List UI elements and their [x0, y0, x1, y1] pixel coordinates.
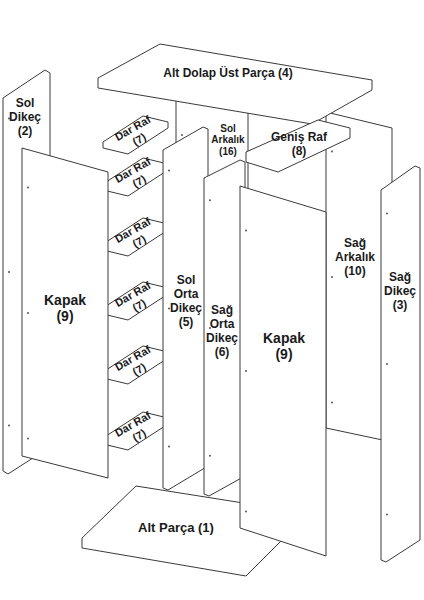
part-label: Dar Raf (7) [109, 277, 163, 323]
top-panel: Alt Dolap Üst Parça (4) [98, 44, 372, 124]
dowel-hole [181, 134, 183, 136]
dowel-hole [27, 187, 29, 189]
part-label: Alt Parça (1) [136, 521, 216, 536]
dowel-hole [209, 455, 211, 457]
narrow-shelf: Dar Raf (7) [103, 116, 168, 154]
door-panel: Kapak (9) [240, 186, 326, 556]
dowel-hole [168, 445, 170, 447]
side-panel-outline [381, 166, 420, 562]
panel-face [204, 160, 245, 496]
part-label: Alt Dolap Üst Parça (4) [143, 67, 313, 81]
dowel-hole [168, 170, 170, 172]
middle-panel: Sağ Orta Dikeç (6) [204, 160, 245, 496]
door-panel: Kapak (9) [22, 148, 108, 478]
dowel-hole [331, 151, 333, 153]
dowel-hole [245, 511, 247, 513]
panel-face [22, 148, 108, 478]
dowel-hole [8, 425, 10, 427]
part-label: Dar Raf (7) [109, 111, 163, 157]
part-label: Kapak (9) [35, 292, 95, 324]
dowel-hole [27, 437, 29, 439]
part-label: Dar Raf (7) [109, 407, 163, 453]
dowel-hole [386, 513, 388, 515]
narrow-shelf: Dar Raf (7) [103, 158, 168, 196]
dowel-hole [27, 312, 29, 314]
dowel-hole [331, 401, 333, 403]
middle-panel: Sol Orta Dikeç (5) [163, 127, 208, 490]
panel-face [240, 186, 326, 556]
dowel-hole [181, 380, 183, 382]
part-label: Dar Raf (7) [109, 341, 163, 387]
dowel-hole [168, 308, 170, 310]
part-label: Dar Raf (7) [109, 153, 163, 199]
part-label: Kapak (9) [254, 330, 314, 362]
dowel-hole [209, 199, 211, 201]
part-label: Sol Orta Dikeç (5) [166, 274, 206, 329]
part-label: Dar Raf (7) [109, 213, 163, 259]
part-label: Geniş Raf (8) [264, 131, 334, 159]
part-label: Sol Arkalık (16) [208, 123, 248, 158]
top-panel-outline [98, 44, 372, 124]
narrow-shelf: Dar Raf (7) [103, 218, 168, 256]
side-panel: Sağ Dikeç (3) [381, 166, 420, 562]
panel-face [381, 166, 420, 562]
part-label: Sağ Arkalık (10) [331, 237, 379, 278]
dowel-hole [8, 271, 10, 273]
door-panel-outline [240, 186, 326, 556]
narrow-shelf: Dar Raf (7) [103, 412, 168, 450]
dowel-hole [386, 363, 388, 365]
panel-face [82, 486, 300, 576]
dowel-hole [331, 276, 333, 278]
narrow-shelf: Dar Raf (7) [103, 346, 168, 384]
dowel-hole [386, 213, 388, 215]
panel-face [163, 127, 208, 490]
narrow-shelf: Dar Raf (7) [103, 282, 168, 320]
part-label: Sol Dikeç (2) [4, 97, 46, 138]
dowel-hole [181, 257, 183, 259]
dowel-hole [245, 229, 247, 231]
wide-shelf: Geniş Raf (8) [246, 120, 350, 172]
part-label: Sağ Dikeç (3) [382, 271, 419, 312]
part-label: Sağ Orta Dikeç (6) [204, 304, 240, 359]
dowel-hole [245, 370, 247, 372]
